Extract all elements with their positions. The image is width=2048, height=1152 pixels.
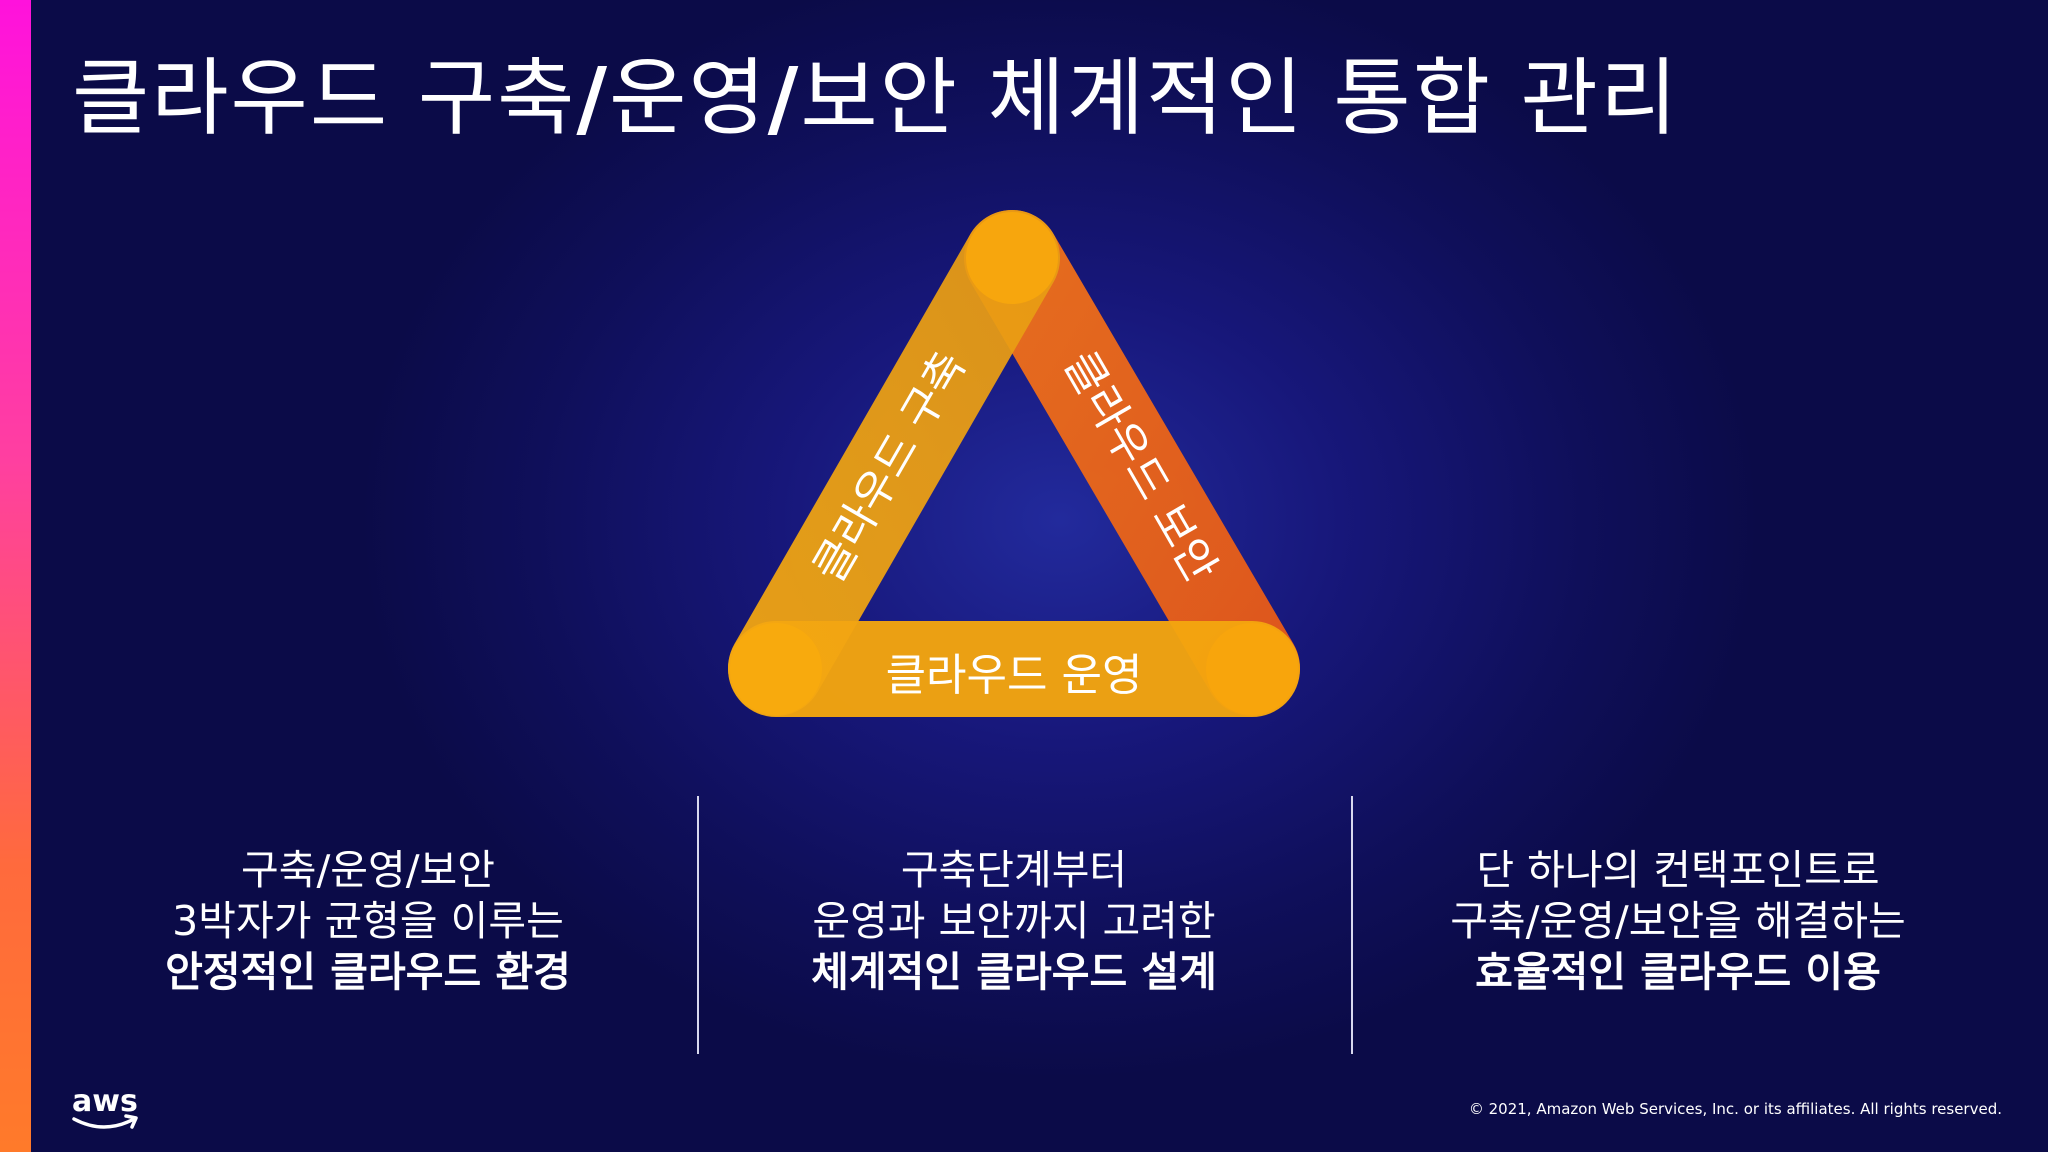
title-part-build: 클라우드 구축 [72,49,577,147]
title-part-operate: 운영 [609,49,768,147]
column-design-line2: 운영과 보안까지 고려한 [812,897,1216,945]
title-slash-1: / [576,49,610,147]
column-efficiency: 단 하나의 컨택포인트로 구축/운영/보안을 해결하는 효율적인 클라우드 이용 [1378,845,1978,998]
title-slash-2: / [767,49,801,147]
copyright-text: © 2021, Amazon Web Services, Inc. or its… [1468,1100,2002,1118]
column-efficiency-line2: 구축/운영/보안을 해결하는 [1450,897,1906,945]
column-balance-line1: 구축/운영/보안 [241,846,495,894]
corner-top [966,212,1058,304]
column-balance-line2: 3박자가 균형을 이루는 [172,897,564,945]
band-security [964,210,1300,716]
column-design: 구축단계부터 운영과 보안까지 고려한 체계적인 클라우드 설계 [714,845,1314,998]
page-title: 클라우드 구축/운영/보안 체계적인 통합 관리 [72,48,1679,149]
divider-left [697,796,699,1054]
aws-arrow-icon [124,1114,138,1129]
column-efficiency-line3: 효율적인 클라우드 이용 [1475,948,1881,996]
aws-logo-icon: aws [72,1085,138,1129]
aws-smile-icon [72,1117,136,1129]
label-operations: 클라우드 운영 [886,650,1143,701]
column-balance-line3: 안정적인 클라우드 환경 [165,948,571,996]
column-efficiency-line1: 단 하나의 컨택포인트로 [1476,846,1880,894]
divider-right [1351,796,1353,1054]
column-balance: 구축/운영/보안 3박자가 균형을 이루는 안정적인 클라우드 환경 [68,845,668,998]
title-part-security: 보안 체계적인 통합 관리 [800,49,1680,147]
column-design-line1: 구축단계부터 [900,846,1128,894]
column-design-line3: 체계적인 클라우드 설계 [811,948,1217,996]
corner-bottom-right [1206,623,1298,715]
corner-bottom-left [730,623,822,715]
accent-bar [0,0,31,1152]
aws-logo-text: aws [72,1085,138,1119]
band-build [728,210,1060,716]
